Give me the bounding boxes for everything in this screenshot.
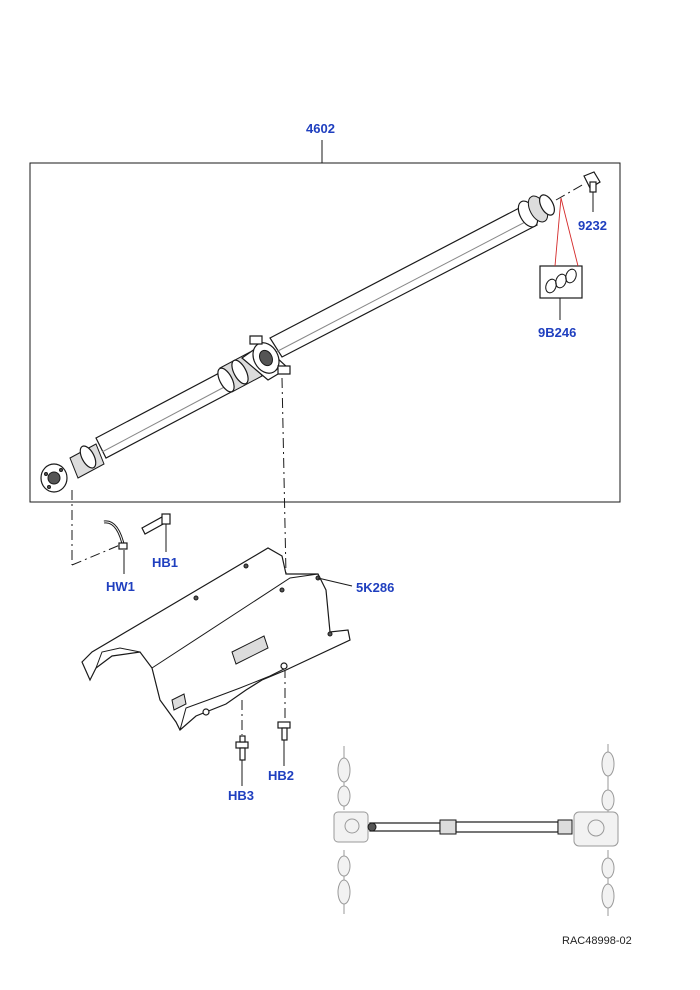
callout-9232[interactable]: 9232	[578, 218, 607, 233]
callout-hb3[interactable]: HB3	[228, 788, 254, 803]
bolt-hb2[interactable]	[277, 721, 291, 766]
diagram-reference-code: RAC48998-02	[562, 935, 632, 947]
rear-joint[interactable]	[514, 192, 557, 230]
bolt-hb1[interactable]	[141, 513, 171, 552]
locator-propeller-shaft	[367, 819, 573, 835]
driveline-locator-view	[333, 744, 619, 916]
callout-hw1[interactable]: HW1	[106, 579, 135, 594]
installation-lines	[71, 377, 287, 735]
callout-hb1[interactable]: HB1	[152, 555, 178, 570]
callout-hb2[interactable]: HB2	[268, 768, 294, 783]
callout-4602[interactable]: 4602	[306, 121, 335, 136]
wire-clip-hw1[interactable]	[103, 520, 128, 574]
front-flange[interactable]	[40, 443, 105, 493]
bolt-9232[interactable]	[555, 171, 601, 212]
centre-bearing[interactable]	[241, 335, 291, 381]
heat-shield-5k286[interactable]	[81, 547, 353, 731]
driveshaft-assembly-frame	[29, 140, 621, 503]
seal-kit-9b246[interactable]	[539, 197, 583, 320]
callout-9b246[interactable]: 9B246	[538, 325, 576, 340]
bolt-hb3[interactable]	[235, 735, 249, 786]
propeller-shaft[interactable]	[40, 192, 557, 493]
callout-5k286[interactable]: 5K286	[356, 580, 394, 595]
